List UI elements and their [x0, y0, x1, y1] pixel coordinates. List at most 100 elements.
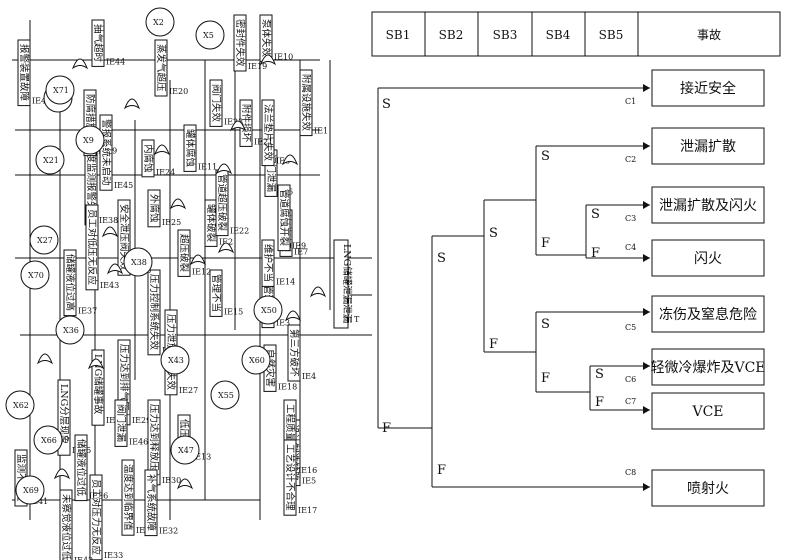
svg-text:储罐液位过低: 储罐液位过低: [75, 439, 87, 497]
branch-f-1: F: [382, 421, 391, 436]
svg-text:IE2: IE2: [219, 237, 233, 246]
header-sb4: SB4: [546, 28, 571, 42]
svg-text:IE44: IE44: [106, 57, 125, 66]
svg-text:X69: X69: [23, 486, 39, 495]
or-gate: [309, 286, 327, 298]
consequence-c2: 泄漏扩散: [680, 139, 736, 155]
svg-text:温度达到临界值: 温度达到临界值: [122, 464, 134, 531]
svg-text:工艺设计不合理: 工艺设计不合理: [284, 444, 296, 511]
or-gate: [176, 478, 194, 490]
or-gate: [169, 198, 187, 210]
basic-event-x69: X69: [15, 475, 45, 505]
or-gate: [189, 254, 207, 266]
or-gate: [217, 242, 235, 254]
header-sb2: SB2: [439, 28, 464, 42]
basic-event-x43: X43: [160, 345, 190, 375]
svg-text:附件损坏: 附件损坏: [240, 104, 252, 143]
or-gate: [101, 226, 119, 238]
top-event-code: T: [354, 315, 360, 324]
basic-event-x62: X62: [5, 390, 35, 420]
svg-text:IE22: IE22: [230, 227, 249, 236]
code-c7: C7: [625, 397, 636, 406]
header-sb5: SB5: [599, 28, 624, 42]
svg-text:IE45: IE45: [114, 181, 133, 190]
code-c6: C6: [625, 375, 636, 384]
svg-text:IE24: IE24: [156, 168, 175, 177]
svg-text:X38: X38: [131, 258, 147, 267]
svg-text:法兰垫片失效: 法兰垫片失效: [262, 104, 274, 162]
or-gate: [106, 263, 124, 275]
or-gate: [53, 468, 71, 480]
svg-text:IE40: IE40: [32, 97, 51, 106]
branch-s-1: S: [382, 97, 391, 112]
basic-event-x66: X66: [33, 425, 63, 455]
basic-event-x2: X2: [145, 7, 175, 37]
svg-text:IE37: IE37: [78, 307, 97, 316]
svg-text:IE4: IE4: [302, 372, 316, 381]
basic-event-x70: X70: [20, 260, 50, 290]
code-c1: C1: [625, 97, 636, 106]
basic-event-x21: X21: [35, 145, 65, 175]
branch-f-3: F: [489, 337, 498, 352]
svg-text:IE33: IE33: [104, 551, 123, 560]
or-gate: [123, 98, 141, 110]
basic-event-x55: X55: [210, 380, 240, 410]
or-gate: [87, 358, 105, 370]
svg-text:IE11: IE11: [198, 162, 217, 171]
basic-event-x60: X60: [241, 345, 271, 375]
svg-text:X2: X2: [153, 18, 164, 27]
svg-text:IE3: IE3: [276, 319, 290, 328]
svg-text:X43: X43: [168, 356, 184, 365]
consequence-c7: VCE: [691, 404, 723, 420]
svg-text:储罐液位过高: 储罐液位过高: [64, 254, 76, 311]
svg-text:浓度监测报警失效: 浓度监测报警失效: [85, 144, 97, 221]
or-gate: [36, 353, 54, 365]
svg-text:X50: X50: [261, 306, 277, 315]
svg-text:维护不当: 维护不当: [262, 244, 274, 282]
branch-f-6: F: [541, 371, 550, 386]
svg-text:X47: X47: [178, 446, 194, 455]
svg-text:IE7: IE7: [294, 247, 308, 256]
svg-text:X27: X27: [37, 236, 53, 245]
svg-text:外腐蚀: 外腐蚀: [148, 194, 160, 223]
branch-s-6: S: [541, 317, 550, 332]
svg-text:内腐蚀: 内腐蚀: [142, 144, 154, 173]
or-gate: [153, 144, 171, 156]
top-event-label: LNG储罐泄漏泄漏: [341, 244, 353, 323]
svg-text:X21: X21: [43, 156, 59, 165]
or-gate: [215, 163, 233, 175]
svg-text:阀门泄漏: 阀门泄漏: [115, 404, 127, 442]
svg-text:阀门失效: 阀门失效: [210, 84, 222, 123]
svg-text:IE42: IE42: [74, 556, 93, 560]
branch-s-4: S: [541, 149, 550, 164]
branch-f-4: F: [541, 236, 550, 251]
svg-text:IE30: IE30: [162, 476, 181, 485]
branch-s-3: S: [489, 226, 498, 241]
consequence-c8: 喷射火: [687, 481, 729, 497]
svg-text:IE27: IE27: [179, 386, 198, 395]
basic-event-x71: X71: [45, 75, 75, 105]
svg-text:IE16: IE16: [298, 466, 317, 475]
svg-text:X60: X60: [249, 356, 265, 365]
code-c8: C8: [625, 468, 636, 477]
consequence-c6: 轻微冷爆炸及VCE: [650, 360, 765, 376]
svg-text:管道腐蚀开裂: 管道腐蚀开裂: [278, 189, 290, 247]
svg-text:罐体腐蚀: 罐体腐蚀: [184, 129, 196, 168]
svg-text:IE5: IE5: [302, 477, 316, 486]
